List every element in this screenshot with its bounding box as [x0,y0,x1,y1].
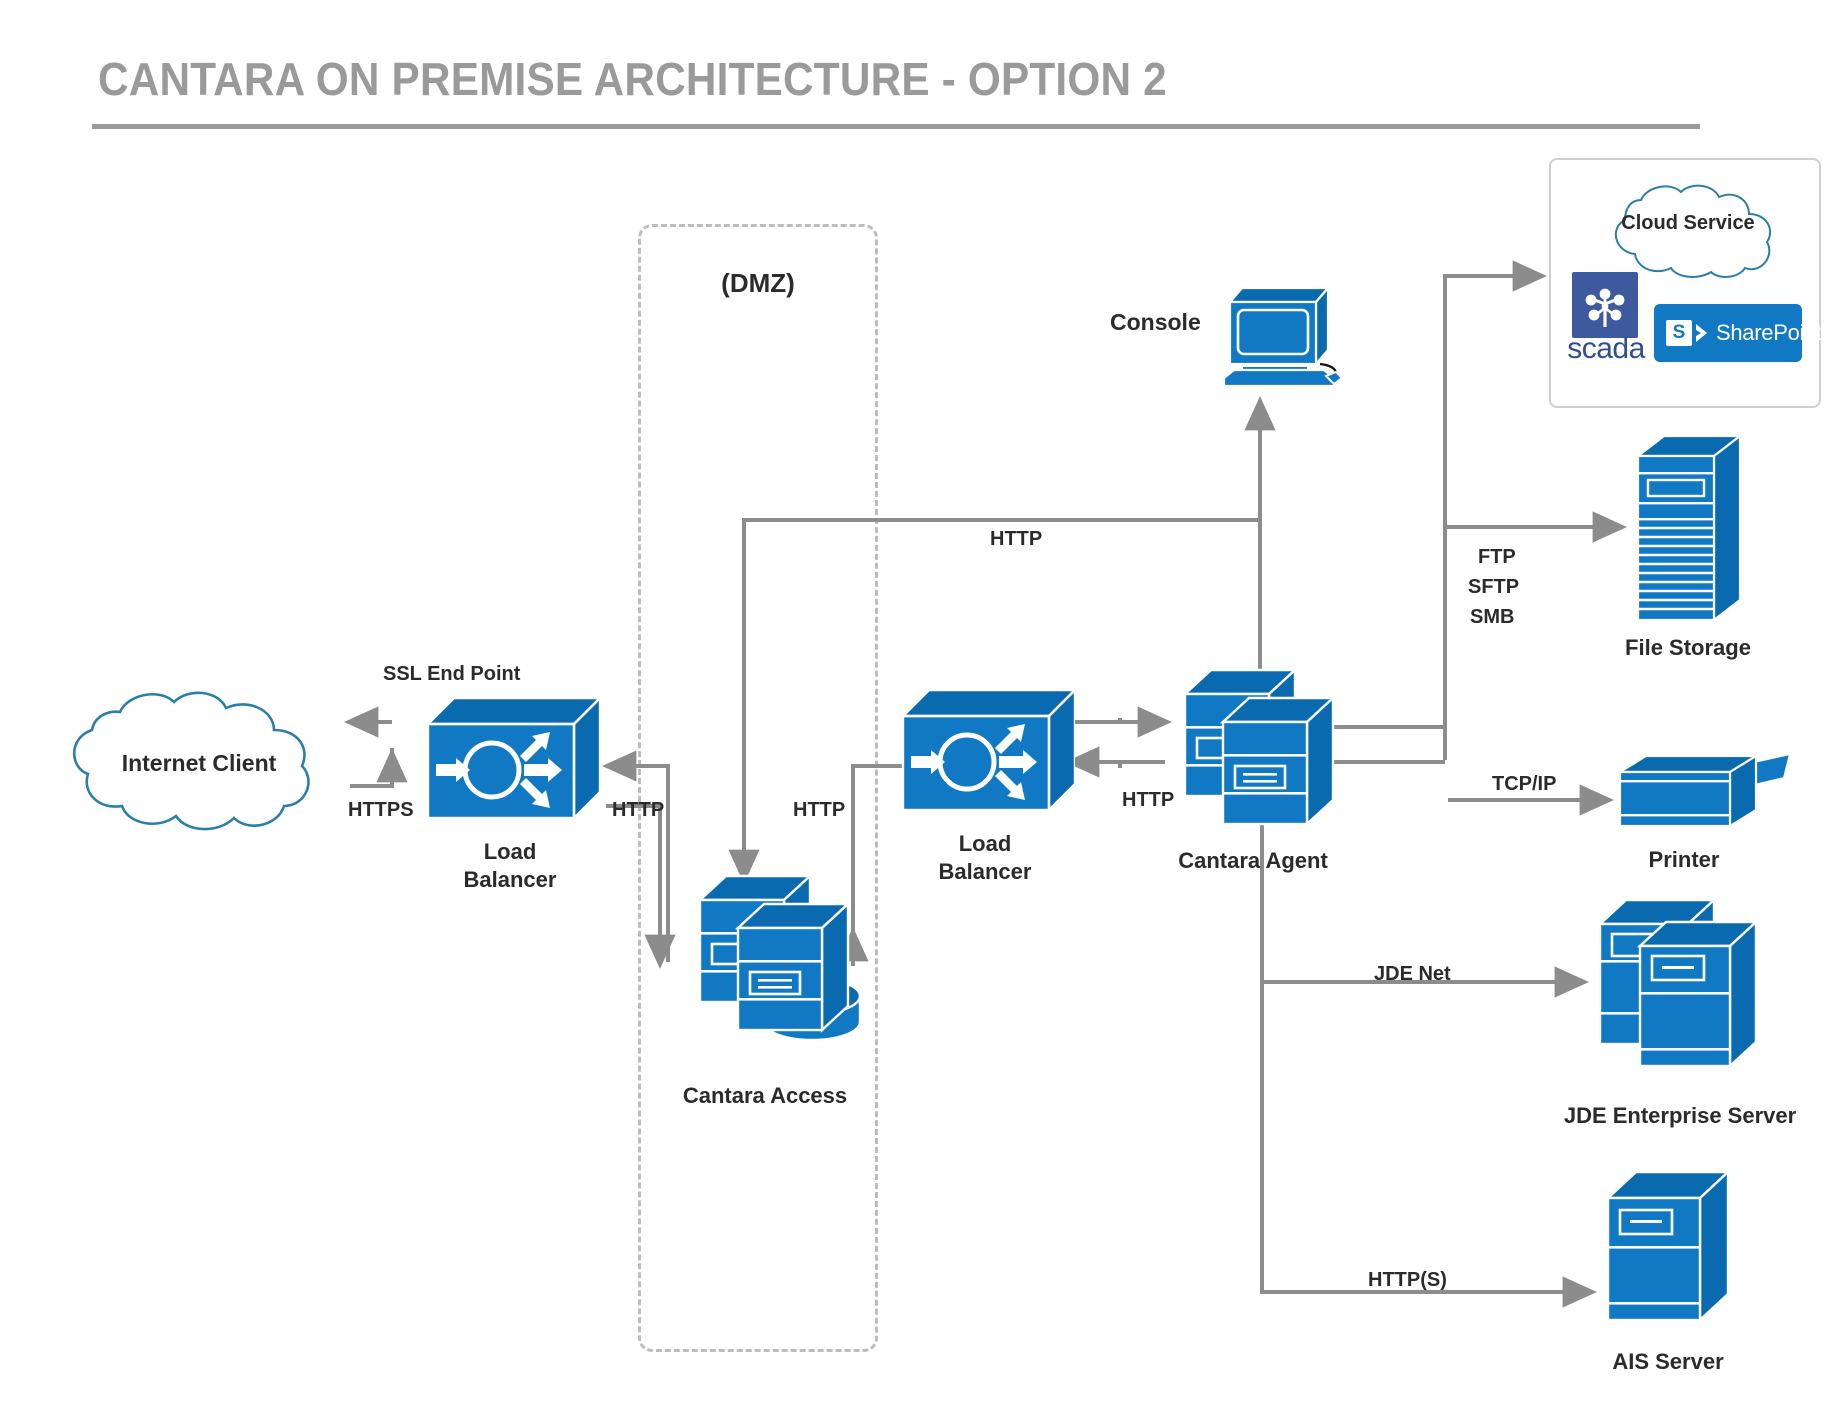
load-balancer-icon[interactable] [420,694,600,822]
cantara-access-label: Cantara Access [682,1083,848,1108]
ais-server-label: AIS Server [1612,1349,1724,1374]
server-box-front [1636,919,1760,1069]
conn-internet-to-lb1 [350,748,394,788]
label-http-agent: HTTP [1122,789,1175,811]
page-title: CANTARA ON PREMISE ARCHITECTURE - OPTION… [98,53,1167,105]
label-sftp: SFTP [1468,576,1520,598]
internet-client-cloud-icon [73,691,310,831]
label-http-console: HTTP [990,528,1043,550]
load-balancer-icon[interactable] [895,686,1075,814]
conn-agent-to-cloud [1443,260,1548,760]
label-ssl-end-point: SSL End Point [383,663,521,685]
sharepoint-chevron-icon [1696,324,1707,342]
cantara-agent-label: Cantara Agent [1178,848,1328,873]
cloud-icon [1614,184,1772,278]
load-balancer-2-label-line1: Load [958,831,1012,856]
title-divider [92,124,1700,129]
server-box-front [734,901,852,1033]
file-storage-tower-icon[interactable] [1630,432,1746,628]
label-jde-net: JDE Net [1374,963,1451,985]
load-balancer-1-label-line2: Balancer [463,866,557,892]
file-storage-label: File Storage [1625,635,1751,660]
label-http-lb1: HTTP [612,799,665,821]
load-balancer-2-label: Load Balancer [939,830,1032,885]
scada-flower-icon [1585,288,1625,327]
dmz-zone-label: (DMZ) [721,268,795,298]
console-label: Console [1110,309,1201,335]
conn-agent-to-ais [1260,982,1598,1308]
internet-client-label: Internet Client [121,750,277,776]
conn-agent-to-filestorage [1443,511,1628,760]
desktop-computer-icon[interactable] [1216,280,1342,392]
label-https-ais: HTTP(S) [1368,1269,1447,1291]
server-box-front [1219,695,1337,827]
conn-lb2-to-agent [1069,718,1122,724]
conn-agent-to-lb2 [1118,760,1165,768]
label-http-access: HTTP [793,799,846,821]
jde-enterprise-server-label: JDE Enterprise Server [1563,1103,1797,1128]
cantara-access-icon[interactable] [690,866,870,1066]
cantara-agent-icon[interactable] [1175,660,1345,840]
label-https: HTTPS [348,799,414,821]
label-tcpip: TCP/IP [1492,773,1557,795]
sharepoint-wordmark: SharePoint [1716,320,1822,345]
sharepoint-badge: S [1666,320,1692,346]
dmz-zone-box [638,224,878,1352]
label-smb: SMB [1470,606,1515,628]
label-ftp: FTP [1478,546,1516,568]
jde-enterprise-server-icon[interactable] [1590,890,1770,1090]
printer-icon[interactable] [1612,752,1792,842]
ais-server-icon[interactable] [1598,1162,1738,1342]
scada-logo-tile [1572,272,1638,338]
load-balancer-1-label-line1: Load [483,839,537,864]
printer-label: Printer [1648,847,1720,872]
load-balancer-2-label-line2: Balancer [938,858,1032,884]
load-balancer-1-label: Load Balancer [464,838,557,893]
cloud-service-label: Cloud Service [1621,212,1755,234]
scada-wordmark: scada [1567,332,1645,365]
